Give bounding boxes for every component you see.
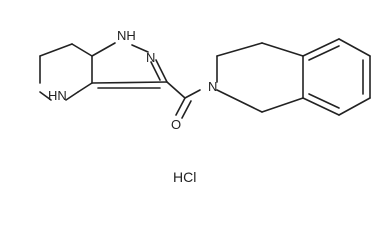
o-carbonyl-label: O <box>171 117 181 132</box>
pyrazole-ring <box>91 42 168 89</box>
piperidine-ring <box>216 42 304 113</box>
chemical-structure: NH N HN N O HCl <box>39 28 371 185</box>
hn-ring-label: HN <box>48 88 67 103</box>
n-isoquinoline-label: N <box>208 79 217 94</box>
n-pyrazole-label: N <box>146 50 155 65</box>
carbonyl-group <box>166 81 201 119</box>
salt-label: HCl <box>173 169 196 185</box>
benzene-ring <box>302 38 371 116</box>
nh-pyrazole-label: NH <box>117 28 136 43</box>
tetrahydropyridine-ring <box>39 43 93 101</box>
